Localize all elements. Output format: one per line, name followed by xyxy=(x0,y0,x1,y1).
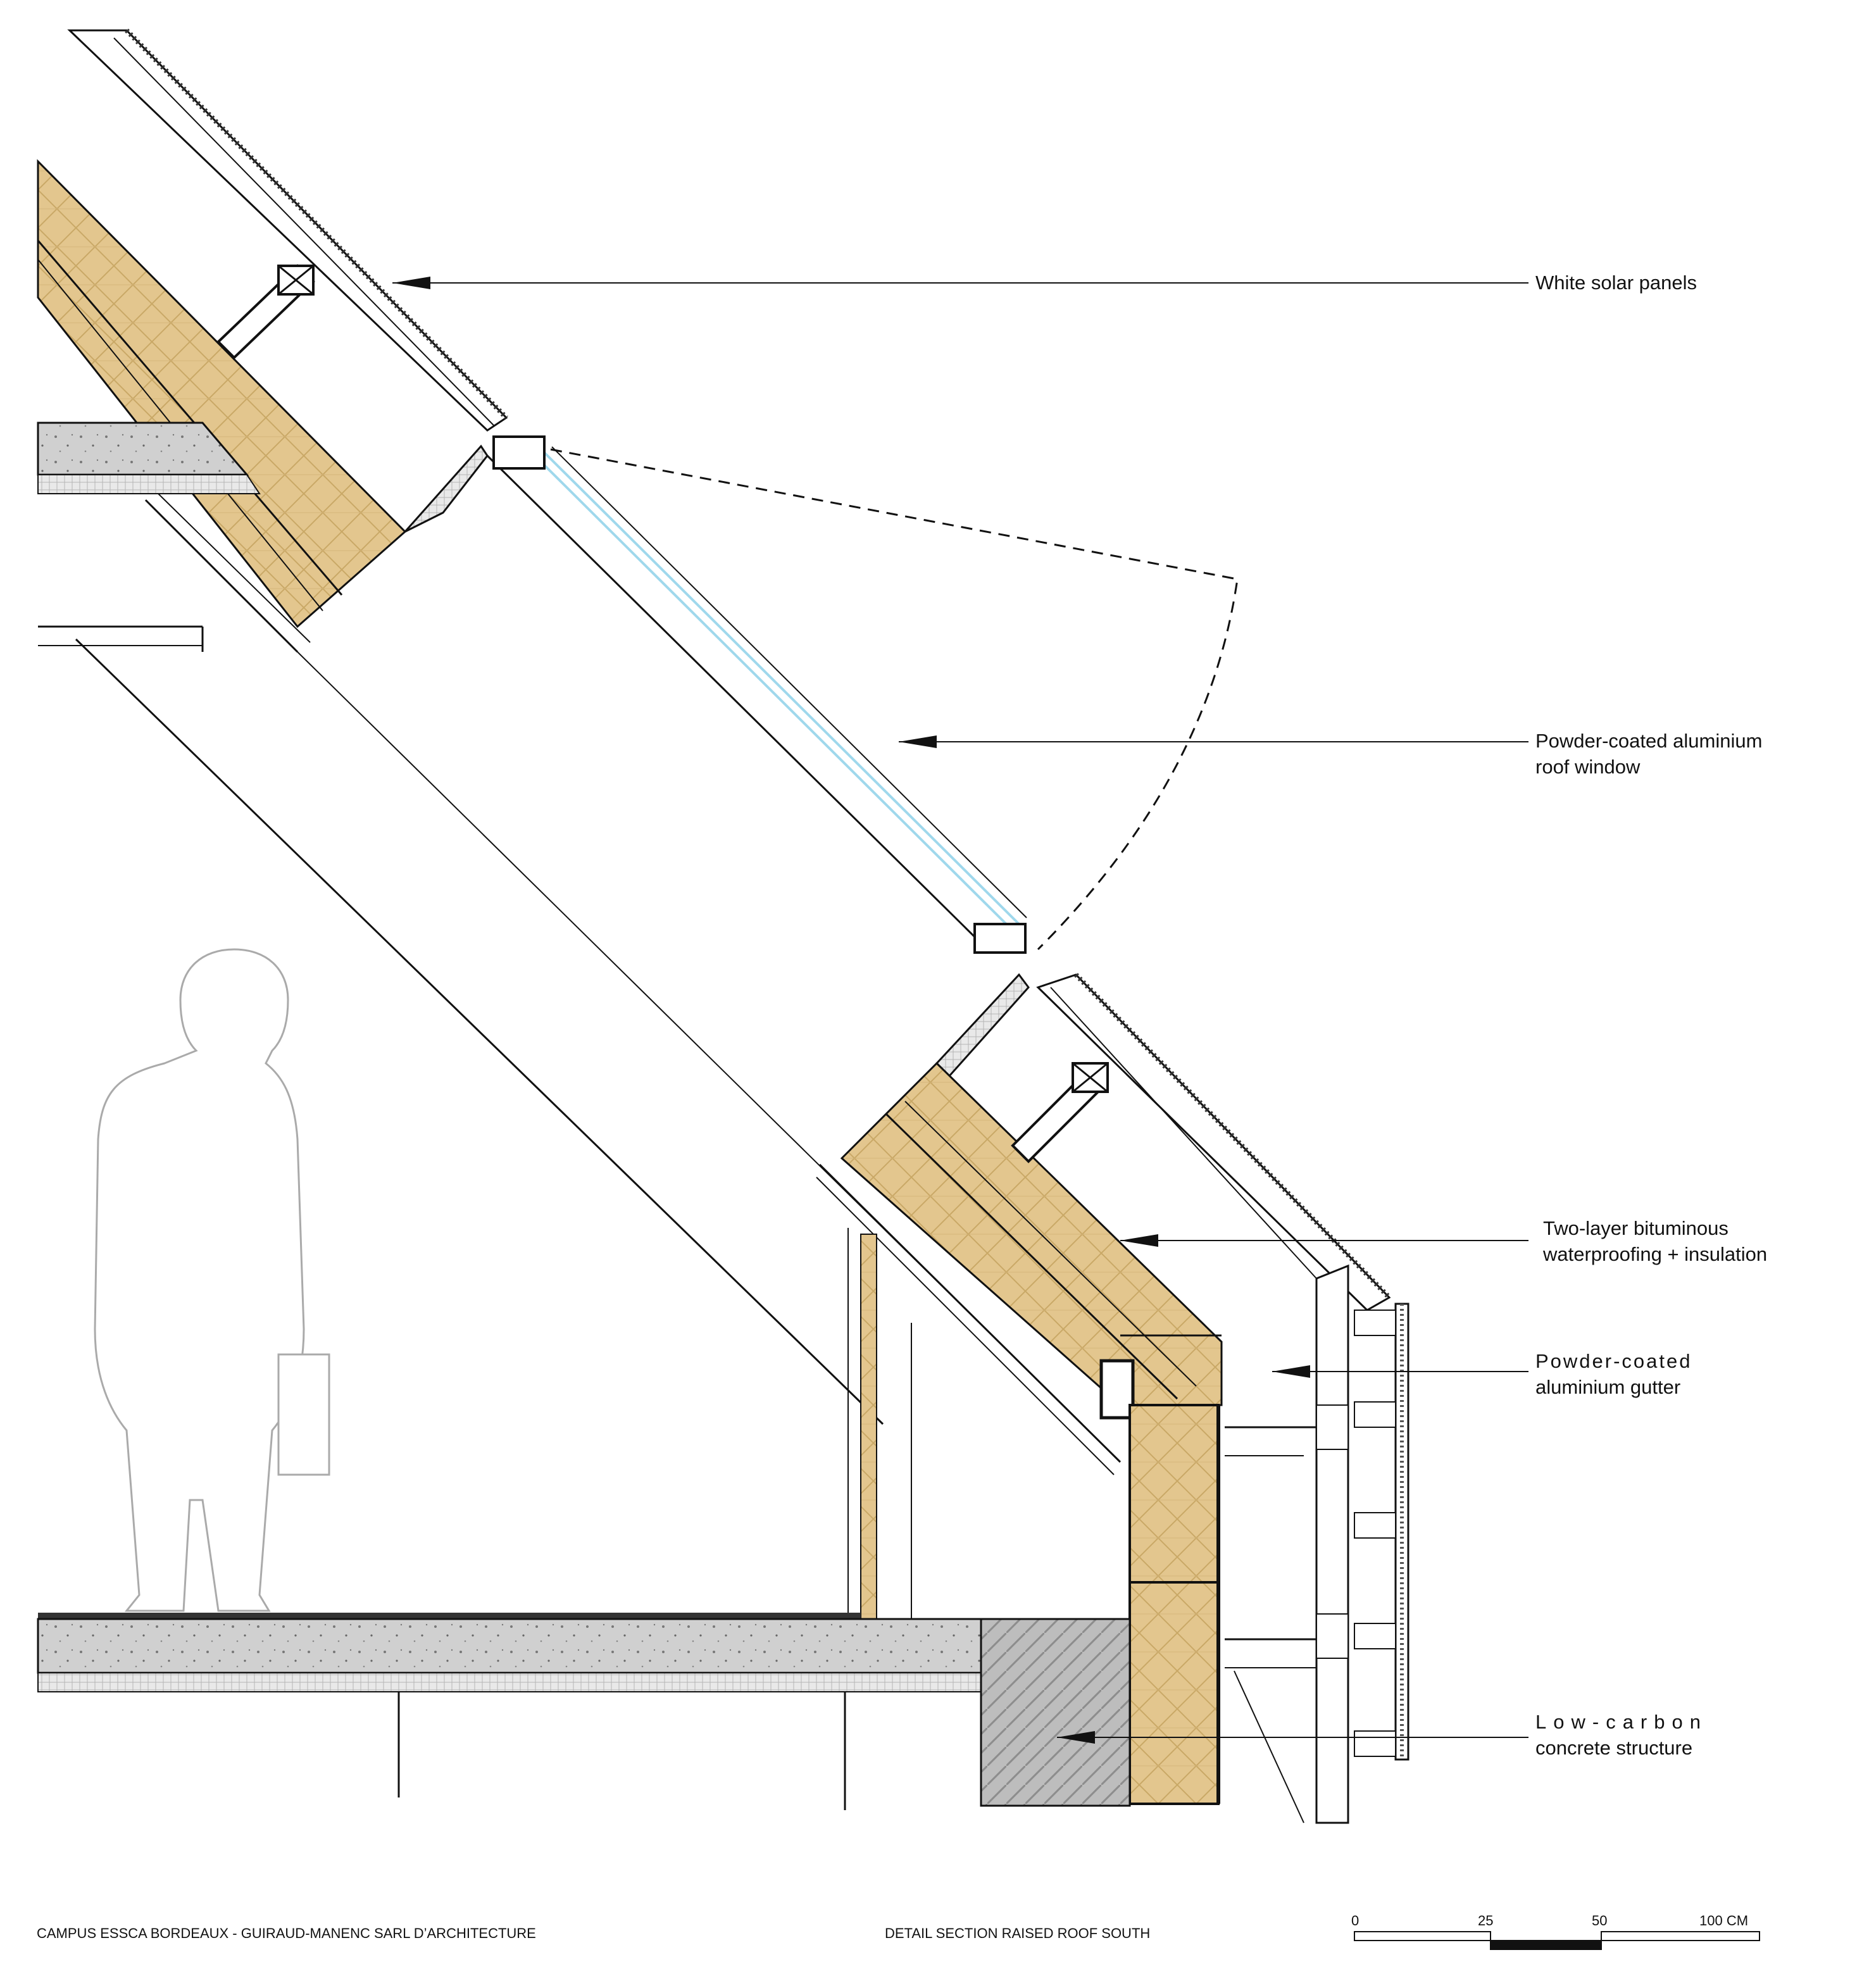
lower-solar-panels xyxy=(1036,973,1391,1311)
wall-stud xyxy=(847,1228,912,1621)
lower-soffit xyxy=(816,1163,1122,1475)
roof-window-glazing xyxy=(486,435,1027,954)
scale-tick-100: 100 CM xyxy=(1699,1913,1749,1929)
scale-tick-50: 50 xyxy=(1592,1913,1608,1929)
concrete-edge-beam xyxy=(980,1618,1131,1807)
facade-frame xyxy=(1225,1264,1349,1824)
label-concrete: Low-carbon concrete structure xyxy=(1535,1711,1708,1759)
scale-bar-graphic xyxy=(1354,1931,1760,1950)
label-roof-window: Powder-coated aluminium roof window xyxy=(1535,730,1763,778)
facade-cladding xyxy=(1354,1303,1410,1761)
label-solar-panels: White solar panels xyxy=(1535,272,1697,294)
lower-mounting-bracket xyxy=(1011,1062,1109,1163)
lower-roof-insulation xyxy=(840,1061,1223,1406)
scale-tick-25: 25 xyxy=(1478,1913,1494,1929)
window-opening-arc xyxy=(550,448,1239,951)
person-silhouette xyxy=(94,948,330,1612)
footer-credit: CAMPUS ESSCA BORDEAUX - GUIRAUD-MANENC S… xyxy=(37,1925,536,1941)
lower-upstand xyxy=(935,973,1030,1078)
upper-solar-panels xyxy=(67,28,508,432)
label-gutter: Powder-coated aluminium gutter xyxy=(1535,1350,1692,1398)
upper-mounting-bracket xyxy=(216,264,315,359)
gutter-profile xyxy=(1099,1334,1222,1420)
floor-slab xyxy=(37,1613,1020,1810)
upper-roof-insulation xyxy=(37,159,407,628)
footer-title: DETAIL SECTION RAISED ROOF SOUTH xyxy=(885,1925,1151,1941)
upper-interior-lining xyxy=(38,493,311,653)
leader-lines xyxy=(392,277,1528,1744)
scale-tick-0: 0 xyxy=(1351,1913,1360,1929)
upper-upstand xyxy=(404,444,489,533)
edge-insulation xyxy=(1128,1404,1220,1805)
upper-concrete-slab xyxy=(37,422,261,494)
label-waterproofing: Two-layer bituminous waterproofing + ins… xyxy=(1543,1217,1768,1265)
